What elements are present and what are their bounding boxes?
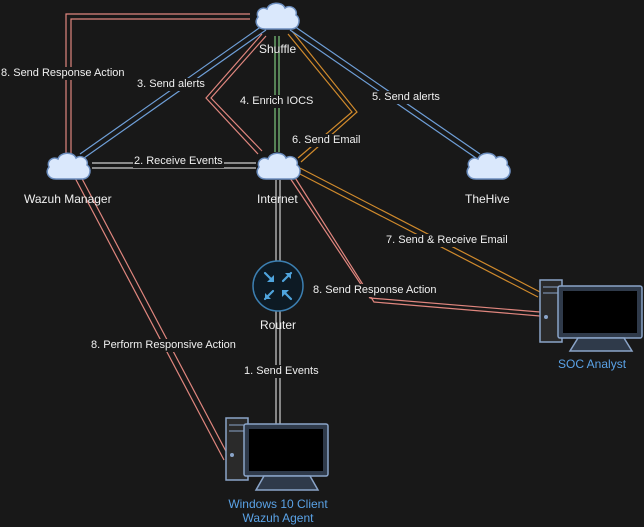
node-label-soc-analyst: SOC Analyst (558, 357, 627, 371)
client-label-line2: Wazuh Agent (242, 511, 314, 525)
link-shuffle-internet-green (274, 36, 280, 152)
link-internet-soc-response (289, 175, 541, 317)
edge-label-send-alerts-hive: 5. Send alerts (371, 91, 441, 104)
internet-cloud-icon (256, 152, 301, 180)
link-shuffle-internet-red (205, 33, 267, 155)
node-label-client: Windows 10 Client Wazuh Agent (226, 497, 330, 525)
node-label-thehive: TheHive (465, 192, 510, 206)
node-label-shuffle: Shuffle (259, 42, 297, 56)
link-internet-soc-email (297, 167, 541, 298)
edge-label-receive-events: 2. Receive Events (133, 155, 224, 168)
node-label-wazuh-manager: Wazuh Manager (24, 192, 112, 206)
link-shuffle-wazuh-response (65, 13, 250, 158)
wazuh-manager-cloud-icon (46, 152, 91, 180)
client-label-line1: Windows 10 Client (228, 497, 328, 511)
edge-label-send-events: 1. Send Events (243, 365, 320, 378)
node-label-internet: Internet (257, 192, 298, 206)
edge-label-enrich-iocs: 4. Enrich IOCS (239, 95, 315, 108)
edge-label-send-response-action-top: 8. Send Response Action (0, 67, 126, 80)
edge-label-send-response-action-soc: 8. Send Response Action (312, 284, 438, 297)
router-icon (252, 260, 304, 312)
link-wazuh-client (73, 172, 230, 461)
edge-label-perform-responsive-action: 8. Perform Responsive Action (90, 339, 237, 352)
link-wazuh-shuffle-alerts (79, 25, 267, 159)
node-label-router: Router (260, 318, 297, 332)
link-internet-router (275, 180, 281, 262)
edge-label-send-receive-email: 7. Send & Receive Email (385, 234, 509, 247)
workstation-client-icon (225, 417, 329, 491)
workstation-soc-icon (539, 279, 643, 352)
edge-label-send-alerts-manager: 3. Send alerts (136, 78, 206, 91)
shuffle-cloud-icon (255, 2, 300, 30)
edge-label-send-email: 6. Send Email (291, 134, 362, 147)
